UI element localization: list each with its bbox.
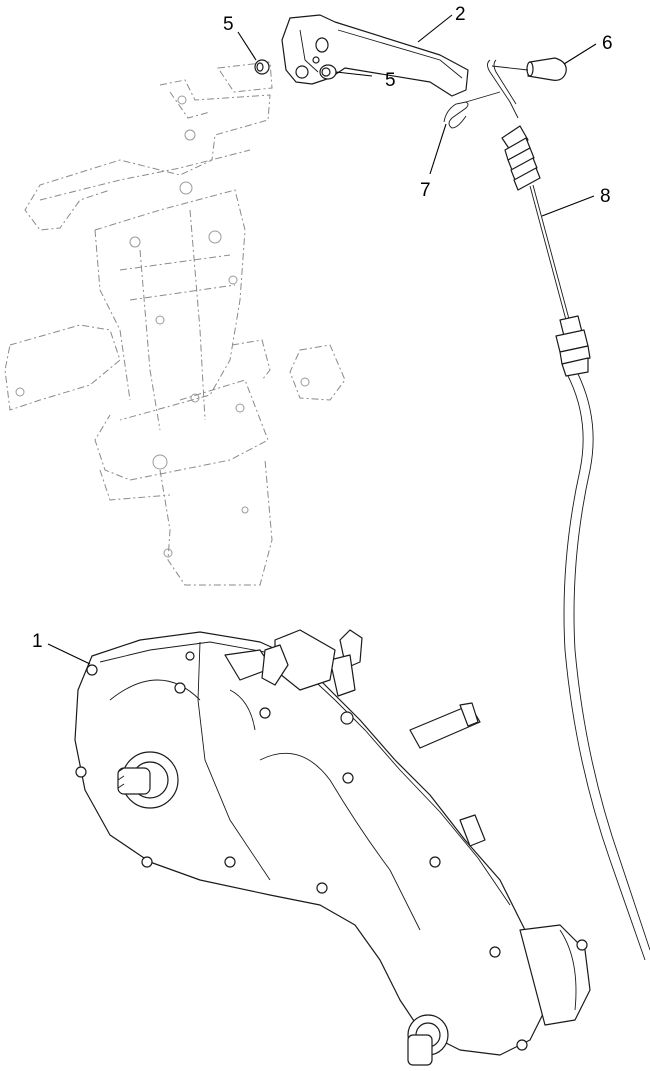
leader-7: [429, 123, 447, 175]
callout-8: 8: [600, 186, 611, 207]
callout-labels: 1 2 5 5 6 7 8: [32, 4, 613, 652]
bushing-right: [319, 64, 337, 80]
leader-5a: [237, 31, 257, 61]
leader-5b: [335, 71, 373, 77]
callout-1: 1: [32, 631, 43, 652]
leader-2: [417, 14, 453, 43]
leader-lines: [47, 14, 597, 665]
leader-6: [563, 43, 597, 65]
hairpin-clip: [443, 91, 501, 129]
leader-8: [541, 195, 595, 217]
pedal-lever: [281, 14, 469, 97]
transaxle-assembly: [74, 629, 591, 1066]
control-cable: [487, 59, 650, 961]
phantom-frame: [4, 61, 346, 586]
knob: [491, 57, 567, 81]
callout-6: 6: [602, 33, 613, 54]
callout-7: 7: [420, 180, 431, 201]
callout-2: 2: [455, 4, 466, 25]
callout-5-right: 5: [385, 70, 396, 91]
callout-5-left: 5: [223, 14, 234, 35]
leader-1: [47, 643, 91, 665]
bushing-left: [254, 59, 270, 75]
